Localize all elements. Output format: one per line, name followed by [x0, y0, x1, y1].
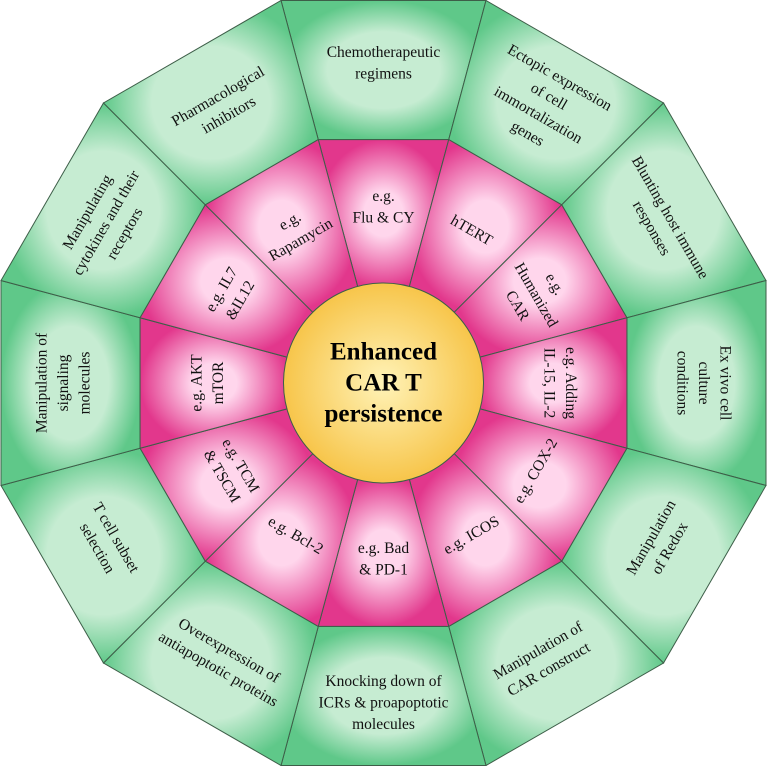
outer-segment-line: Manipulation of [34, 332, 51, 433]
outer-segment-line: Chemotherapeutic [327, 44, 441, 61]
inner-segment-line: mTOR [210, 361, 227, 404]
outer-segment-label: Chemotherapeutic regimens [327, 44, 441, 83]
center-title-line: persistence [324, 401, 442, 428]
center-circle [283, 282, 484, 484]
inner-segment-line: & PD-1 [359, 561, 408, 578]
outer-segment-line: Knocking down of [325, 673, 442, 690]
inner-segment-label: e.g. Bad & PD-1 [358, 540, 409, 579]
inner-segment-line: Flu & CY [352, 209, 414, 226]
inner-segment-line: IL-15, IL-2 [540, 348, 557, 419]
outer-segment-line: signaling [55, 354, 72, 411]
outer-segment-line: Ex vivo cell [717, 346, 734, 421]
inner-segment-label: e.g. Adding IL-15, IL-2 [540, 347, 579, 419]
inner-segment-line: e.g. [372, 188, 394, 205]
inner-segment-line: e.g. AKT [188, 354, 205, 412]
outer-segment-line: conditions [674, 351, 691, 416]
outer-segment-line: regimens [355, 65, 412, 82]
outer-segment-line: ICRs & proapoptotic [318, 695, 448, 712]
inner-segment-label: e.g. Flu & CY [352, 188, 414, 227]
center-title-line: CAR T [345, 370, 422, 397]
center-title-line: Enhanced [330, 339, 437, 366]
outer-segment-line: culture [695, 361, 712, 404]
outer-segment-line: molecules [77, 352, 94, 415]
inner-segment-label: e.g. AKT mTOR [188, 354, 227, 412]
outer-segment-line: molecules [352, 716, 415, 733]
inner-segment-line: e.g. Adding [562, 347, 579, 419]
inner-segment-line: e.g. Bad [358, 540, 409, 557]
outer-segment-label: Knocking down of ICRs & proapoptotic molec… [318, 673, 448, 733]
